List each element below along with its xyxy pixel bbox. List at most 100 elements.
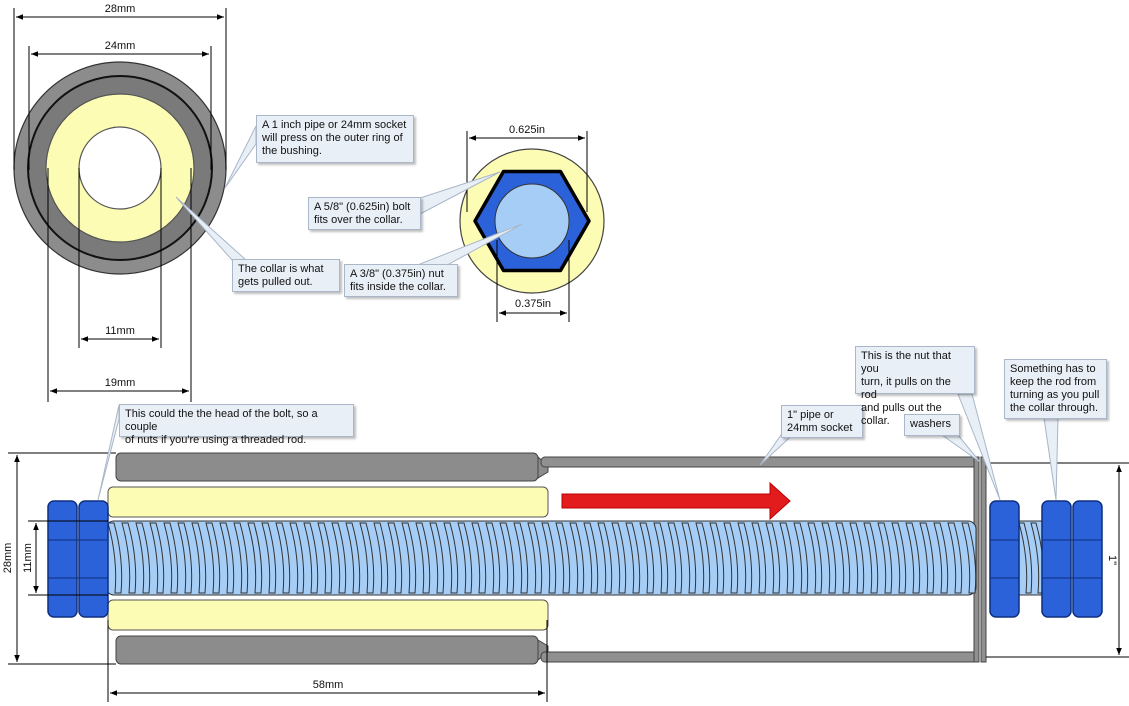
rod-thread-coil [891, 522, 907, 594]
rod-thread-coil [541, 522, 557, 594]
rod-thread-coil [653, 522, 669, 594]
callout-pipe-socket: 1" pipe or 24mm socket [781, 405, 863, 438]
rod-thread-coil [205, 522, 221, 594]
lock-nut-2 [1072, 500, 1103, 618]
rod-thread-coil [723, 522, 739, 594]
rod-thread-coil [821, 522, 837, 594]
rod-thread-coil [219, 522, 235, 594]
rod-thread-coil [779, 522, 795, 594]
callout-keep-rod: Something has to keep the rod from turni… [1004, 359, 1107, 419]
pipe-top-wall [540, 456, 979, 468]
dim-1inch-label: 1" [1106, 555, 1118, 565]
pull-direction-arrow [561, 481, 791, 521]
left-nut-2 [78, 500, 109, 618]
rod-thread-coil [401, 522, 417, 594]
rod-right-end [1018, 520, 1045, 596]
rod-thread-coil [149, 522, 165, 594]
turn-nut [989, 500, 1020, 618]
rod-thread-coil [429, 522, 445, 594]
rod-thread-coil [625, 522, 641, 594]
rod-thread-coil [611, 522, 627, 594]
dim-0375in-label: 0.375in [515, 298, 551, 310]
dim-58mm-label: 58mm [313, 679, 344, 691]
dim-side-11mm-label: 11mm [22, 543, 34, 573]
inner-nut-circle [494, 183, 570, 259]
dim-19mm-label: 19mm [105, 377, 136, 389]
lock-nut-1 [1041, 500, 1072, 618]
rod-thread-coil [303, 522, 319, 594]
rod-thread-coil [863, 522, 879, 594]
washer-2 [980, 456, 987, 663]
callout-pipe-press: A 1 inch pipe or 24mm socket will press … [256, 115, 414, 163]
rod-thread-coil [457, 522, 473, 594]
rod-thread-coil [597, 522, 613, 594]
rod-thread-coil [793, 522, 809, 594]
rod-thread-coil [709, 522, 725, 594]
callout-nut-inside: A 3/8" (0.375in) nut fits inside the col… [344, 264, 458, 297]
callout-bolt: A 5/8" (0.625in) bolt fits over the coll… [308, 197, 421, 230]
rod-thread-coil [275, 522, 291, 594]
rod-thread-coil [233, 522, 249, 594]
dim-28mm-label: 28mm [105, 3, 136, 15]
side-dimension-lines [8, 452, 1129, 702]
callout-bolt-head: This could the the head of the bolt, so … [119, 404, 354, 446]
rod-thread-coil [765, 522, 781, 594]
collar-top [107, 486, 549, 518]
rod-thread-coil [667, 522, 683, 594]
hex-dimension-lines [466, 131, 588, 322]
bore-hole [78, 126, 162, 210]
rod-thread-coil [905, 522, 921, 594]
rod-thread-coil [751, 522, 767, 594]
dim-11mm-label: 11mm [105, 325, 135, 337]
top-dimension-lines [16, 14, 224, 394]
rod-thread-coil [849, 522, 865, 594]
rod-thread-coil [373, 522, 389, 594]
top-extension-lines [13, 8, 227, 402]
dim-0625in-label: 0.625in [509, 124, 545, 136]
threaded-rod [105, 520, 977, 596]
rod-thread-coil [317, 522, 333, 594]
rod-thread-coil [499, 522, 515, 594]
bushing-cross-section [13, 61, 227, 275]
rod-thread-coil [583, 522, 599, 594]
rod-thread-coil [387, 522, 403, 594]
rod-thread-coil [877, 522, 893, 594]
rod-thread-coil [177, 522, 193, 594]
rod-thread-coil [443, 522, 459, 594]
rod-thread-coil [415, 522, 431, 594]
rod-thread-coil [737, 522, 753, 594]
hex-bolt-view [459, 148, 605, 294]
callout-turn-nut: This is the nut that you turn, it pulls … [855, 346, 975, 427]
pointer-keep-rod [1043, 417, 1059, 501]
rod-thread-coil [191, 522, 207, 594]
pointer-pipe-press [224, 125, 257, 189]
rod-thread-coil [1018, 522, 1033, 594]
rod-thread-coil [569, 522, 585, 594]
rod-thread-coil [695, 522, 711, 594]
rod-thread-coil [639, 522, 655, 594]
turn-nut-body [989, 500, 1020, 618]
rod-thread-coil [261, 522, 277, 594]
bushing-shell-bottom [115, 635, 539, 665]
rod-thread-coil [331, 522, 347, 594]
lock-nuts [1041, 500, 1103, 618]
rod-thread-coil [107, 522, 123, 594]
rod-thread-coil [835, 522, 851, 594]
rod-thread-coil [289, 522, 305, 594]
rod-thread-coil [947, 522, 963, 594]
rod-thread-coil [807, 522, 823, 594]
collar-bottom [107, 599, 549, 631]
callout-collar: The collar is what gets pulled out. [232, 259, 340, 292]
rod-thread-coil [345, 522, 361, 594]
dim-24mm-label: 24mm [105, 40, 136, 52]
rod-thread-coil [513, 522, 529, 594]
rod-thread-coil [135, 522, 151, 594]
rod-thread-coil [933, 522, 949, 594]
rod-thread-coil [919, 522, 935, 594]
rod-thread-coil [163, 522, 179, 594]
rod-thread-coil [527, 522, 543, 594]
rod-thread-coil [485, 522, 501, 594]
rod-thread-coil [681, 522, 697, 594]
pointer-turn-nut [957, 393, 1001, 501]
